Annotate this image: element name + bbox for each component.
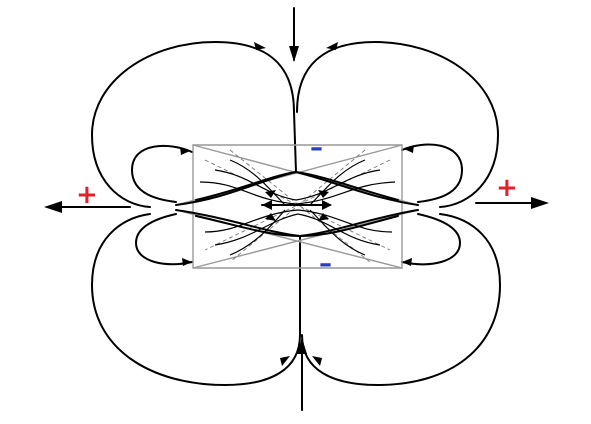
- lower-left-inner-lobe: [135, 213, 193, 266]
- bottom-vertical-line: [297, 235, 307, 411]
- minus-sign-bottom: –: [319, 249, 332, 279]
- left-horizontal-arrow: [44, 201, 131, 213]
- lower-left-outer-lobe: [91, 213, 301, 386]
- minus-sign-top: –: [310, 133, 323, 163]
- upper-right-inner-lobe: [401, 143, 463, 203]
- upper-left-inner-lobe: [131, 144, 193, 203]
- central-field-lines: [175, 159, 419, 256]
- lower-right-inner-lobe: [401, 213, 461, 266]
- top-vertical-line: [289, 7, 299, 173]
- right-horizontal-arrow: [475, 197, 549, 209]
- central-frames: [175, 144, 419, 269]
- upper-right-outer-lobe: [296, 41, 499, 208]
- lower-right-outer-lobe: [301, 213, 501, 386]
- upper-left-outer-lobe: [91, 41, 295, 208]
- plus-sign-right: +: [496, 173, 518, 203]
- plus-sign-left: +: [76, 180, 98, 210]
